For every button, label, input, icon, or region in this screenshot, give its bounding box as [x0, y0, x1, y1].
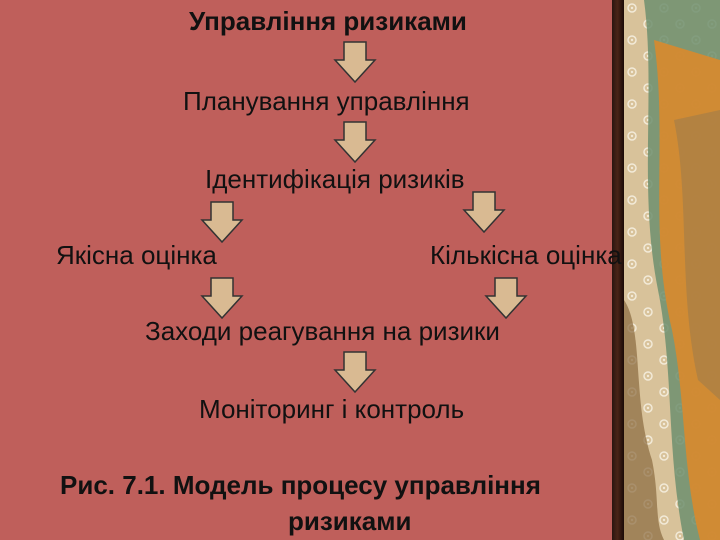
arrow-down-icon	[484, 277, 528, 320]
slide-border	[612, 0, 624, 540]
step-planning: Планування управління	[183, 86, 470, 116]
step-quantitative: Кількісна оцінка	[430, 240, 622, 270]
figure-caption-line2: ризиками	[288, 506, 412, 536]
decorative-panel	[624, 0, 720, 540]
arrow-down-icon	[462, 191, 506, 234]
step-identification: Ідентифікація ризиків	[205, 164, 465, 194]
decorative-pattern	[624, 0, 720, 540]
arrow-down-icon	[200, 277, 244, 320]
arrow-down-icon	[333, 351, 377, 394]
slide-canvas	[0, 0, 612, 540]
arrow-down-icon	[200, 201, 244, 244]
step-qualitative: Якісна оцінка	[56, 240, 217, 270]
diagram-title: Управління ризиками	[189, 6, 467, 36]
step-monitoring: Моніторинг і контроль	[199, 394, 465, 424]
figure-caption-line1: Рис. 7.1. Модель процесу управління	[60, 470, 541, 500]
arrow-down-icon	[333, 121, 377, 164]
arrow-down-icon	[333, 41, 377, 84]
step-response: Заходи реагування на ризики	[145, 316, 500, 346]
